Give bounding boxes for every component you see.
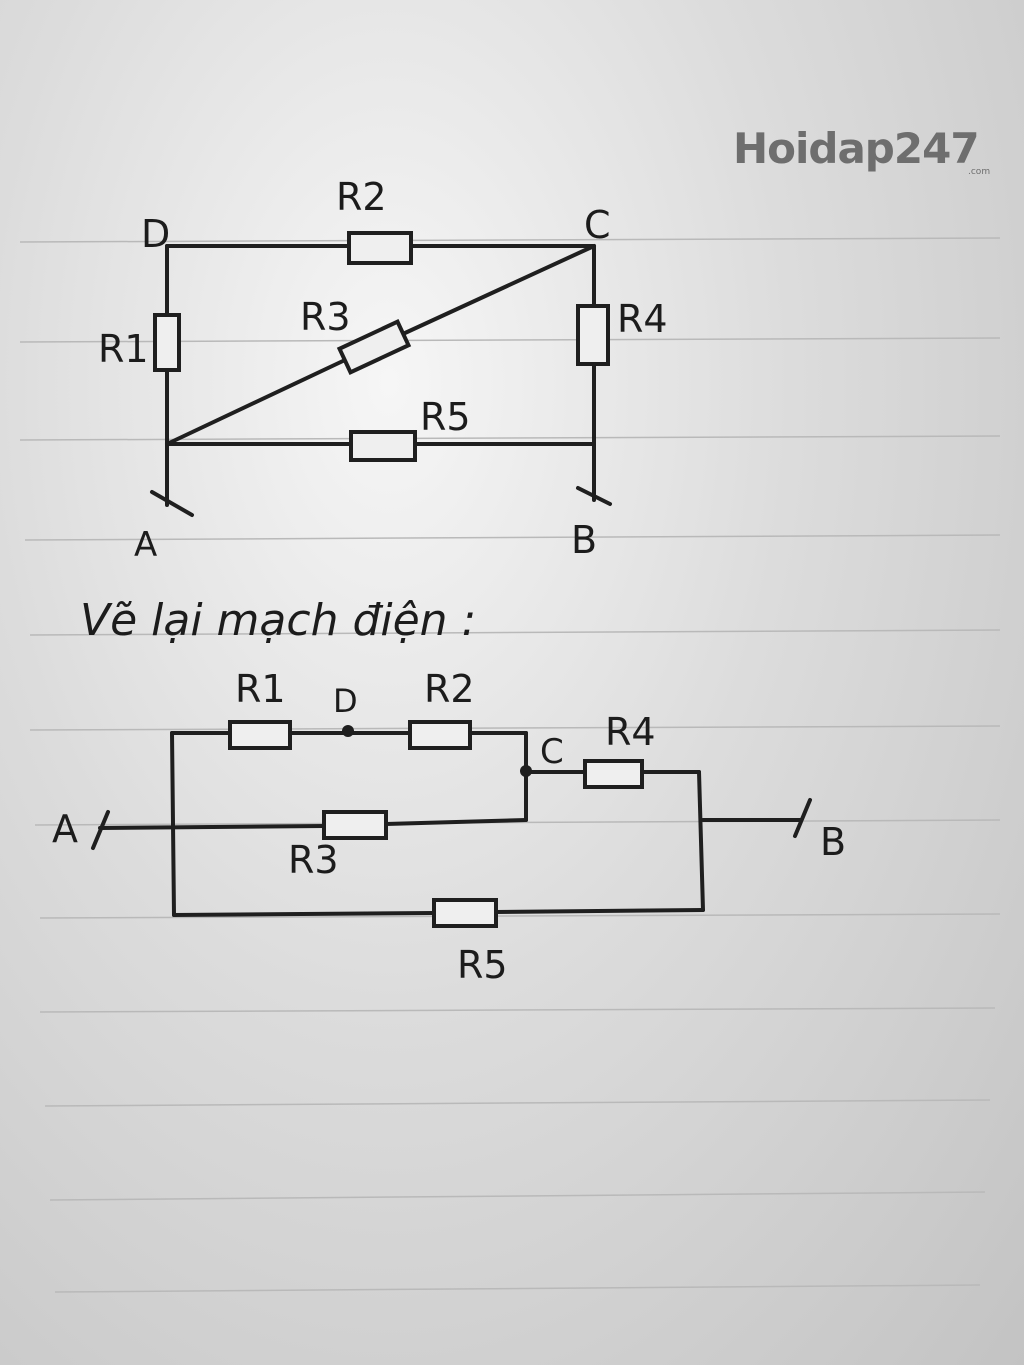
node-b-label: B	[571, 518, 597, 562]
right-rail	[697, 770, 705, 912]
watermark-suffix: .com	[968, 167, 991, 177]
left-rail	[170, 731, 176, 917]
terminal-a-mark	[91, 810, 110, 850]
wire-r3-c	[384, 818, 528, 826]
wire-a-r3	[165, 358, 347, 446]
r1-label: R1	[235, 667, 286, 711]
terminal-b-mark	[576, 486, 612, 506]
wire-a-r3	[98, 824, 326, 830]
r2-label: R2	[424, 667, 475, 711]
terminal-b-mark	[793, 798, 812, 838]
node-d-label: D	[333, 682, 358, 720]
resistor-r2	[347, 231, 413, 265]
resistor-r1	[228, 720, 292, 750]
node-a-label: A	[52, 807, 78, 851]
wire-a-r5	[172, 911, 436, 917]
resistor-r4	[583, 759, 644, 789]
r3-label: R3	[300, 295, 351, 339]
r3-label: R3	[288, 838, 339, 882]
node-a-label: A	[134, 525, 157, 565]
node-c-label: C	[584, 203, 611, 247]
wire-r3-c	[403, 244, 596, 335]
r1-label: R1	[98, 327, 149, 371]
resistor-r4	[576, 304, 610, 366]
r2-label: R2	[336, 175, 387, 219]
watermark-logo: Hoidap247	[733, 124, 980, 173]
wire-r5-right	[494, 908, 705, 914]
r5-label: R5	[457, 943, 508, 987]
node-c-label: C	[540, 732, 564, 772]
junction-d-dot	[342, 725, 354, 737]
junction-c-dot	[520, 765, 532, 777]
node-d-label: D	[141, 212, 170, 256]
resistor-r5	[349, 430, 417, 462]
r4-label: R4	[605, 710, 656, 754]
resistor-r1	[153, 313, 181, 372]
resistor-r5	[432, 898, 498, 928]
node-b-label: B	[820, 820, 846, 864]
r4-label: R4	[617, 297, 668, 341]
resistor-r3	[322, 810, 388, 840]
r5-label: R5	[420, 395, 471, 439]
resistor-r2	[408, 720, 472, 750]
terminal-a-mark	[150, 490, 194, 517]
resistor-r3	[336, 319, 412, 375]
